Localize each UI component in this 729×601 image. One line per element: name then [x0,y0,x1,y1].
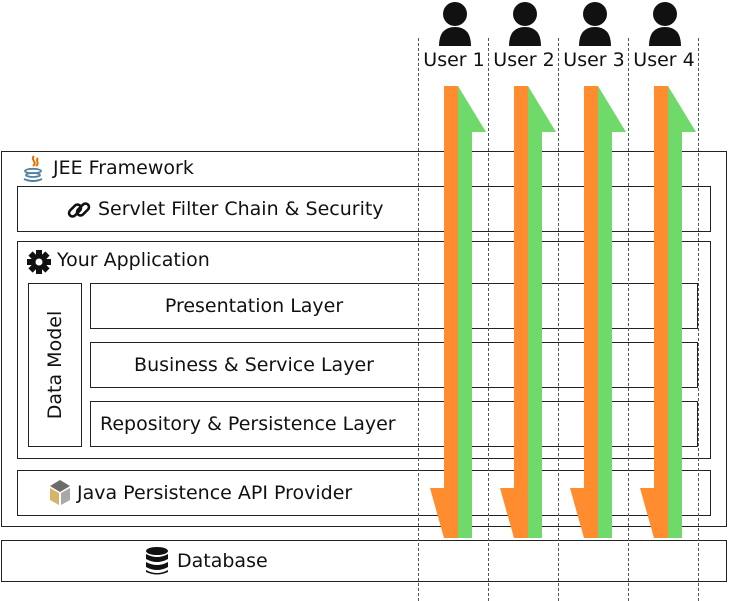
jpa-provider-title: Java Persistence API Provider [77,482,353,504]
presentation-layer-title: Presentation Layer [164,295,344,317]
java-icon [20,154,48,188]
user-icon [577,0,613,50]
business-service-layer-title: Business & Service Layer [134,354,374,376]
gear-icon [26,249,52,279]
request-arrow-down [640,86,681,538]
user-2-arrows [500,86,556,538]
user-4-boundary-right [698,38,699,601]
repository-persistence-layer-title: Repository & Persistence Layer [100,413,396,435]
user-1-boundary-left [418,38,419,601]
response-arrow-up [668,86,696,538]
request-arrow-down [500,86,541,538]
link-icon [66,197,92,227]
user-2-boundary-left [488,38,489,601]
jee-framework-title: JEE Framework [53,157,194,179]
response-arrow-up [598,86,626,538]
user-icon [507,0,543,50]
response-arrow-up [458,86,486,538]
request-arrow-down [570,86,611,538]
user-3-boundary-left [558,38,559,601]
request-arrow-down [430,86,471,538]
data-model-box: Data Model [28,283,82,447]
database-icon [145,546,169,580]
user-1-label: User 1 [423,49,485,71]
user-4-label: User 4 [633,49,695,71]
response-arrow-up [528,86,556,538]
user-1-arrows [430,86,486,538]
user-2-label: User 2 [493,49,555,71]
user-3-arrows [570,86,626,538]
database-title: Database [177,550,268,572]
user-4-arrows [640,86,696,538]
servlet-filter-chain-title: Servlet Filter Chain & Security [98,198,384,220]
user-3-label: User 3 [563,49,625,71]
user-icon [437,0,473,50]
user-icon [647,0,683,50]
user-4-boundary-left [628,38,629,601]
jpa-provider-icon [46,478,74,512]
database-box: Database [1,540,727,582]
your-application-title: Your Application [57,249,210,271]
